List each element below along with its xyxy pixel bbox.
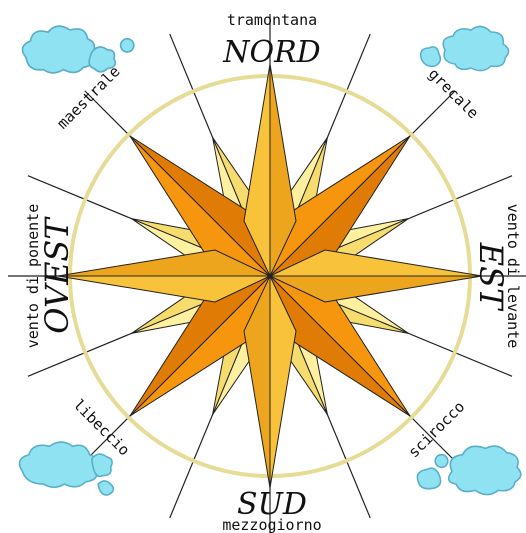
label-maestrale: maestrale — [53, 62, 123, 132]
cloud-icon — [417, 446, 520, 495]
label-tramontana: tramontana — [227, 11, 317, 29]
label-mezzogiorno: mezzogiorno — [222, 516, 321, 533]
cloud-icon — [19, 442, 113, 495]
label-vento-di-levante: vento di levante — [504, 204, 522, 349]
label-scirocco: scirocco — [405, 398, 469, 462]
cloud-icon — [22, 26, 133, 73]
label-grecale: grecale — [425, 65, 482, 122]
cloud-icon — [421, 26, 509, 70]
label-ovest: OVEST — [38, 216, 76, 334]
label-nord: NORD — [222, 35, 321, 70]
